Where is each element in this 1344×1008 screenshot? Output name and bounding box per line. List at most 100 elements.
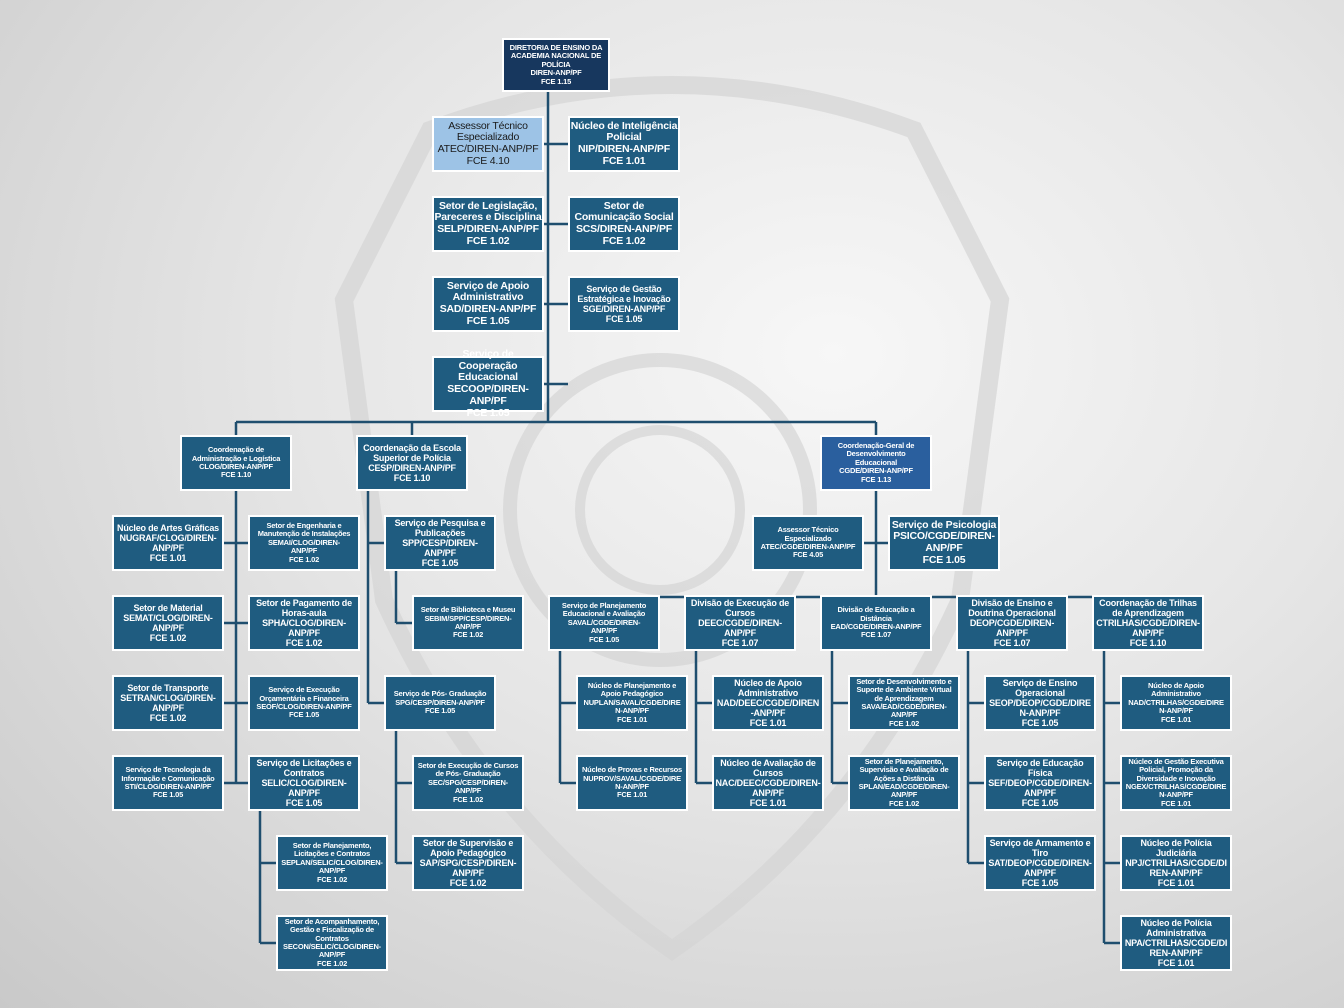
org-unit-line: Educacional — [458, 371, 518, 384]
org-unit-line: Núcleo de Avaliação de — [720, 757, 816, 768]
org-unit-line: Setor de Acompanhamento, — [284, 916, 380, 926]
org-unit-line: Serviço de Apoio — [446, 279, 530, 292]
org-unit-line: Núcleo de Provas e Recursos — [581, 765, 683, 775]
org-unit-line: Setor de Engenharia e — [266, 521, 342, 531]
org-unit-line: FCE 1.05 — [922, 553, 966, 566]
org-unit-line: Comunicação Social — [574, 211, 674, 224]
org-unit-line: SPLAN/EAD/CGDE/DIREN- — [858, 782, 950, 791]
org-unit-line: Doutrina Operacional — [968, 607, 1056, 618]
org-unit-line: FCE 1.05 — [588, 634, 620, 644]
org-unit-line: de Aprendizagem — [874, 693, 934, 703]
org-unit-line: FCE 1.05 — [1021, 878, 1059, 889]
org-unit-line: FCE 1.10 — [393, 473, 431, 484]
org-unit-line: Núcleo de Apoio — [734, 677, 802, 688]
org-unit-line: Educacional — [855, 457, 897, 467]
org-unit-line: Administrativo — [452, 291, 524, 304]
org-unit-line: ANP/PF — [290, 546, 318, 556]
org-unit-line: Judiciária — [1155, 847, 1197, 858]
org-unit-line: Setor de Execução de Cursos — [417, 761, 519, 771]
org-unit-line: ATEC/DIREN-ANP/PF — [437, 143, 539, 155]
org-unit-line: Setor de Legislação, — [438, 199, 538, 212]
org-unit-line: STI/CLOG/DIREN-ANP/PF — [124, 782, 212, 791]
org-unit-line: ANP/PF — [454, 622, 482, 631]
org-unit-line: SECOOP/DIREN- — [447, 383, 529, 395]
org-unit-line: Serviço de Pós- Graduação — [393, 689, 487, 699]
org-unit-line: ANP/PF — [1132, 628, 1164, 639]
org-unit-line: FCE 1.15 — [540, 76, 572, 86]
org-unit-line: NAD/DEEC/CGDE/DIREN — [716, 697, 820, 708]
org-unit-line: SPP/CESP/DIREN- — [402, 537, 478, 548]
org-unit-line: CTRILHAS/CGDE/DIREN- — [1096, 617, 1200, 628]
org-unit-line: ANP/PF — [318, 950, 346, 960]
org-unit-line: Cursos — [753, 767, 783, 778]
org-unit-line: Administrativo — [737, 687, 799, 698]
org-unit-line: SETRAN/CLOG/DIREN- — [120, 692, 216, 703]
org-unit-line: Ações a Distância — [873, 773, 935, 783]
org-unit-line: Pareceres e Disciplina — [434, 211, 542, 224]
org-unit-line: FCE 1.05 — [605, 314, 643, 325]
org-unit-line: Cursos — [725, 607, 755, 618]
org-unit-line: NIP/DIREN-ANP/PF — [578, 143, 670, 155]
org-unit-line: Apoio Pedagógico — [600, 689, 664, 699]
org-unit-line: FCE 1.02 — [452, 630, 484, 640]
org-unit-line: FCE 1.10 — [1129, 638, 1167, 649]
org-unit-line: SEBIM/SPP/CESP/DIREN- — [424, 613, 512, 623]
org-unit-line: ANP/PF — [152, 703, 184, 713]
org-unit-line: SEOP/DEOP/CGDE/DIRE — [989, 697, 1091, 708]
org-unit-line: ANP/PF — [724, 628, 756, 639]
org-unit-line: ANP/PF — [318, 866, 346, 876]
org-unit-line: FCE 1.02 — [452, 794, 484, 804]
org-unit-line: SAVA/EAD/CGDE/DIREN- — [861, 702, 947, 711]
org-unit-line: Serviço de Tecnologia da — [125, 765, 211, 775]
org-unit-line: REN-ANP/PF — [1149, 948, 1203, 959]
org-unit-line: FCE 1.05 — [285, 798, 323, 809]
org-unit-line: Setor de — [603, 199, 645, 212]
org-unit-selp: Setor de Legislação,Pareceres e Discipli… — [432, 196, 544, 252]
org-unit-line: NGEX/CTRILHAS/CGDE/DIRE — [1125, 782, 1227, 791]
org-unit-line: SEF/DEOP/CGDE/DIREN- — [988, 777, 1092, 788]
org-unit-line: FCE 1.01 — [149, 553, 187, 564]
org-unit-line: ACADEMIA NACIONAL DE — [510, 51, 602, 61]
org-unit-line: ANP/PF — [469, 394, 507, 407]
org-unit-line: Núcleo de Artes Gráficas — [117, 522, 219, 533]
org-unit-line: Física — [1027, 767, 1053, 778]
org-unit-line: ANP/PF — [1024, 868, 1056, 879]
org-unit-line: Distância — [860, 613, 892, 623]
org-unit-line: FCE 1.05 — [466, 314, 510, 327]
org-unit-line: Serviço de Licitações e — [256, 757, 352, 768]
org-unit-line: FCE 1.05 — [1021, 798, 1059, 809]
org-unit-line: FCE 1.01 — [1157, 958, 1195, 969]
org-unit-line: FCE 1.05 — [421, 558, 459, 569]
org-unit-line: ANP/PF — [152, 543, 184, 553]
org-unit-line: FCE 1.01 — [1157, 878, 1195, 889]
org-unit-line: SPHA/CLOG/DIREN- — [262, 617, 346, 628]
org-unit-line: FCE 1.02 — [602, 234, 646, 247]
org-unit-line: POLÍCIA — [541, 59, 571, 69]
org-unit-line: ATEC/CGDE/DIREN-ANP/PF — [760, 542, 856, 551]
org-unit-line: Serviço de Planejamento — [561, 601, 647, 611]
org-unit-line: NAD/CTRILHAS/CGDE/DIRE — [1128, 697, 1224, 707]
org-unit-line: Apoio Pedagógico — [430, 847, 506, 858]
org-unit-line: SCS/DIREN-ANP/PF — [576, 223, 672, 235]
org-unit-line: Policial — [606, 131, 642, 144]
org-unit-seplan: Setor de Planejamento,Licitações e Contr… — [276, 835, 388, 891]
org-unit-line: FCE 1.07 — [993, 638, 1031, 649]
org-unit-line: FCE 1.13 — [860, 474, 892, 484]
